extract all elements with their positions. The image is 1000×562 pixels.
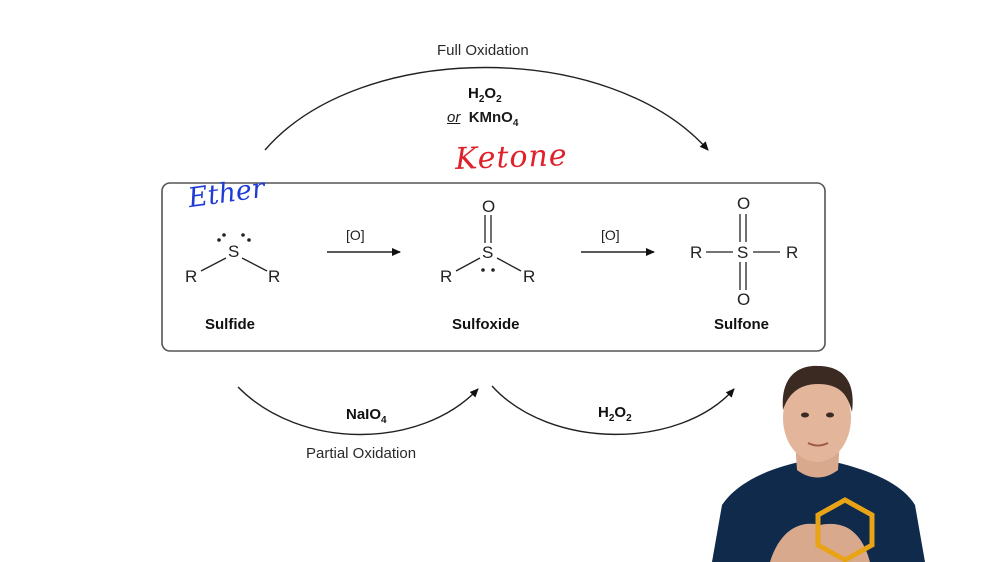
sulfone-name: Sulfone [714, 316, 769, 333]
sulfoxide-r-right: R [523, 267, 536, 286]
full-oxidation-label: Full Oxidation [437, 42, 529, 59]
ketone-annotation: Ketone [454, 138, 569, 177]
reagent-kmno4-top: or KMnO4 [447, 109, 519, 129]
full-oxidation-arrow [264, 66, 709, 151]
sulfide-bond-right [241, 257, 268, 272]
sulfide-sulfur-atom: S [228, 242, 240, 261]
presenter-mouth [807, 442, 829, 447]
lone-pair-dot [481, 268, 485, 272]
reaction-box [161, 182, 826, 352]
sulfoxide-r-left: R [440, 267, 453, 286]
sulfide-r-right: R [268, 267, 281, 286]
presenter-eye [801, 412, 809, 418]
partial-oxidation-arrow [237, 386, 479, 436]
arrow-1-label: [O] [346, 227, 365, 243]
sulfide-bond-left [200, 257, 227, 272]
presenter-face [783, 374, 851, 462]
presenter-figure [712, 365, 925, 562]
partial-oxidation-label: Partial Oxidation [306, 445, 417, 462]
sulfide-r-left: R [185, 267, 198, 286]
reagent-h2o2-top: H2O2 [468, 85, 502, 105]
h2o2-oxidation-arrow [491, 385, 735, 436]
reagent-naio4: NaIO4 [346, 406, 387, 426]
lone-pair-dot [491, 268, 495, 272]
sulfone-sulfur-atom: S [737, 243, 749, 262]
presenter-hair [782, 365, 853, 412]
lone-pair-dot [241, 233, 245, 237]
logo-hexagon [815, 497, 875, 562]
sulfone-oxygen-top: O [737, 194, 751, 213]
sulfoxide-sulfur-atom: S [482, 243, 494, 262]
lone-pair-dot [222, 233, 226, 237]
lone-pair-dot [217, 238, 221, 242]
sulfoxide-name: Sulfoxide [452, 316, 520, 333]
sulfoxide-oxygen-atom: O [482, 197, 496, 216]
sulfone-r-left: R [690, 243, 703, 262]
reagent-h2o2-bottom: H2O2 [598, 404, 632, 424]
presenter-eye [826, 412, 834, 418]
sulfone-r-right: R [786, 243, 799, 262]
sulfone-oxygen-bottom: O [737, 290, 751, 309]
lone-pair-dot [247, 238, 251, 242]
arrow-2-label: [O] [601, 227, 620, 243]
sulfoxide-bond-left [455, 257, 481, 272]
sulfoxide-bond-right [496, 257, 522, 272]
sulfide-name: Sulfide [205, 316, 256, 333]
